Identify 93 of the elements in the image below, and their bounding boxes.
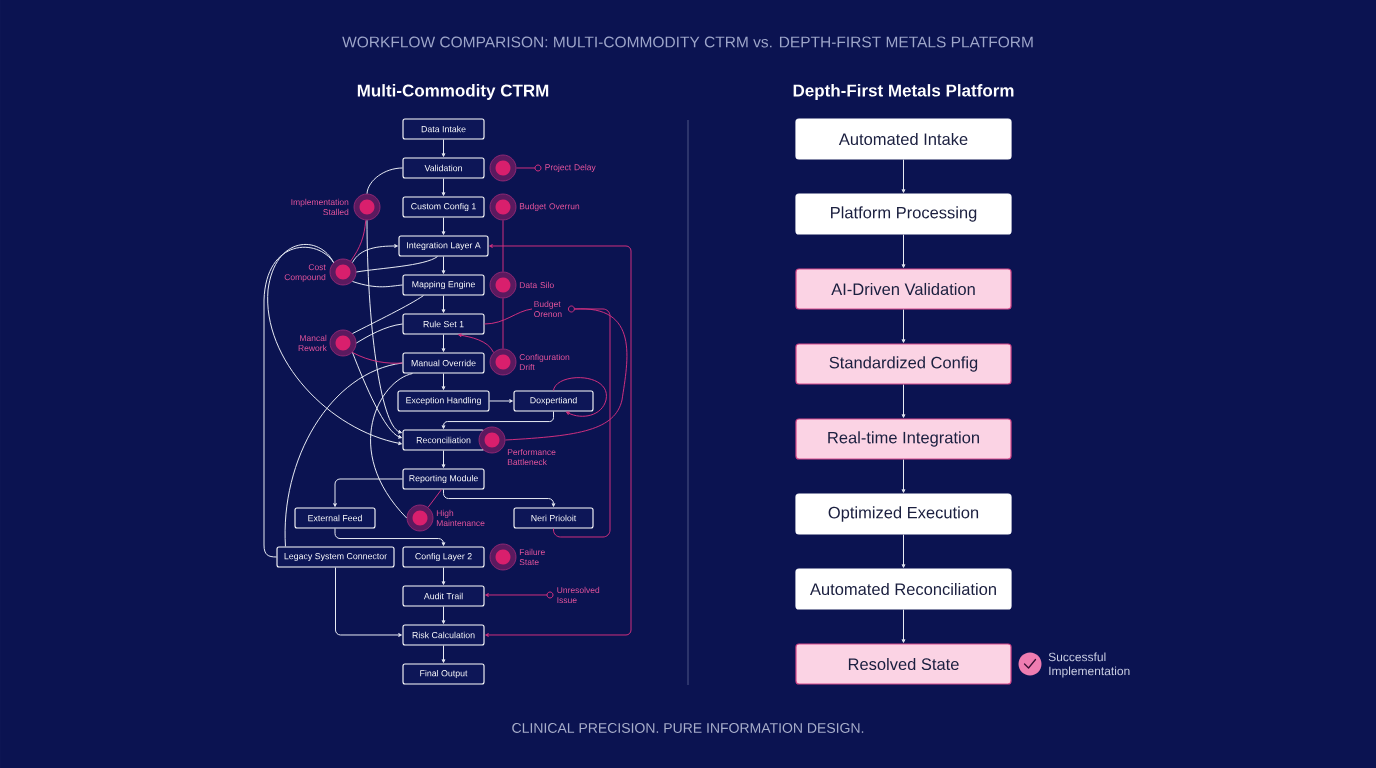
callout-label: Configuration Drift — [519, 353, 570, 371]
alert-circle — [489, 154, 517, 182]
arrow — [441, 411, 554, 429]
process-box: Platform Processing — [795, 193, 1012, 235]
process-box: Legacy System Connector — [276, 546, 395, 568]
callout-label: High Maintenance — [436, 509, 485, 527]
process-box: Exception Handling — [397, 390, 490, 412]
callout-label: Performance Battleneck — [507, 448, 556, 466]
connector-line — [352, 280, 403, 288]
arrow — [443, 489, 556, 507]
arrow — [441, 139, 446, 157]
callout-label: Project Delay — [545, 164, 596, 172]
arrow — [901, 234, 906, 268]
arrow — [901, 534, 906, 568]
connector-line — [370, 373, 413, 519]
process-box: Mapping Engine — [402, 274, 485, 296]
process-box: Audit Trail — [402, 585, 485, 607]
callout-label: Unresolved Issue — [557, 586, 600, 604]
process-box: Validation — [402, 157, 485, 179]
callout-label: Implementation Stalled — [291, 198, 349, 216]
arrow — [441, 334, 446, 352]
arrow — [901, 609, 906, 643]
arrow — [458, 333, 495, 353]
caption: CLINICAL PRECISION. PURE INFORMATION DESIGN. — [512, 723, 864, 733]
arrow — [441, 256, 446, 274]
arrow — [441, 373, 446, 390]
callout-label: Failure State — [519, 548, 545, 566]
connector-line — [553, 308, 611, 538]
arrow — [441, 645, 446, 663]
arrow — [335, 567, 402, 637]
arrow — [485, 244, 632, 637]
arrow — [441, 295, 446, 313]
arrow — [901, 309, 906, 343]
process-box: AI-Driven Validation — [795, 268, 1012, 310]
process-box: Automated Reconciliation — [795, 568, 1012, 610]
process-box: External Feed — [294, 507, 376, 529]
arrow — [901, 384, 906, 418]
connector-line — [263, 246, 335, 558]
connector-line — [352, 351, 403, 364]
arrow — [334, 528, 446, 546]
process-box: Neri Prioloit — [513, 507, 594, 529]
connector-line — [284, 362, 403, 547]
process-box: Risk Calculation — [402, 624, 485, 646]
section-heading: Multi-Commodity CTRM — [357, 84, 549, 100]
process-box: Final Output — [402, 663, 485, 685]
callout-label: Data Silo — [519, 281, 554, 289]
connector-line — [355, 323, 403, 344]
title: WORKFLOW COMPARISON: MULTI-COMMODITY CTRM vs. DEPTH-FIRST METALS PLATFORM — [342, 36, 1033, 48]
process-box: Custom Config 1 — [402, 196, 485, 218]
arrow — [485, 593, 548, 597]
process-box: Data Intake — [402, 118, 485, 140]
process-box: Integration Layer A — [398, 235, 489, 257]
process-box: Optimized Execution — [795, 493, 1012, 535]
callout-label: Budget Overrun — [519, 203, 580, 211]
connector-line — [515, 167, 536, 169]
process-box: Automated Intake — [795, 118, 1012, 160]
arrow — [352, 244, 398, 263]
connector-line — [484, 308, 533, 325]
callout-label: Cost Compound — [284, 264, 326, 282]
arrow — [489, 399, 513, 403]
process-box: Config Layer 2 — [402, 546, 485, 568]
arrow — [553, 377, 607, 417]
connector-line — [350, 219, 367, 262]
callout-label: Mancal Rework — [298, 334, 327, 352]
connector-line — [427, 489, 442, 508]
callout-label: Budget Orenon — [534, 300, 562, 318]
arrow — [441, 450, 446, 468]
connector-line — [502, 297, 504, 350]
arrow — [352, 351, 402, 439]
callout-label: Successful Implementation — [1048, 652, 1130, 678]
arrow — [901, 159, 906, 193]
process-box: Standardized Config — [795, 343, 1012, 385]
process-box: Rule Set 1 — [402, 313, 485, 335]
arrow — [441, 178, 446, 196]
arrow — [441, 217, 446, 235]
process-box: Reporting Module — [402, 468, 485, 490]
process-box: Doxpertiand — [513, 390, 594, 412]
arrow — [441, 567, 446, 585]
connector-line — [352, 295, 424, 334]
arrow — [333, 478, 403, 507]
process-box: Manual Override — [402, 352, 485, 374]
arrow — [366, 219, 402, 434]
arrow — [441, 606, 446, 624]
connector-line — [366, 167, 403, 195]
process-box: Resolved State — [795, 643, 1012, 685]
section-heading: Depth-First Metals Platform — [793, 84, 1014, 100]
arrow — [267, 243, 402, 446]
arrow — [901, 459, 906, 493]
connector-line — [502, 219, 504, 273]
connector-line — [355, 256, 438, 273]
connector-line — [504, 308, 628, 441]
process-box: Reconciliation — [402, 429, 485, 451]
process-box: Real-time Integration — [795, 418, 1012, 460]
